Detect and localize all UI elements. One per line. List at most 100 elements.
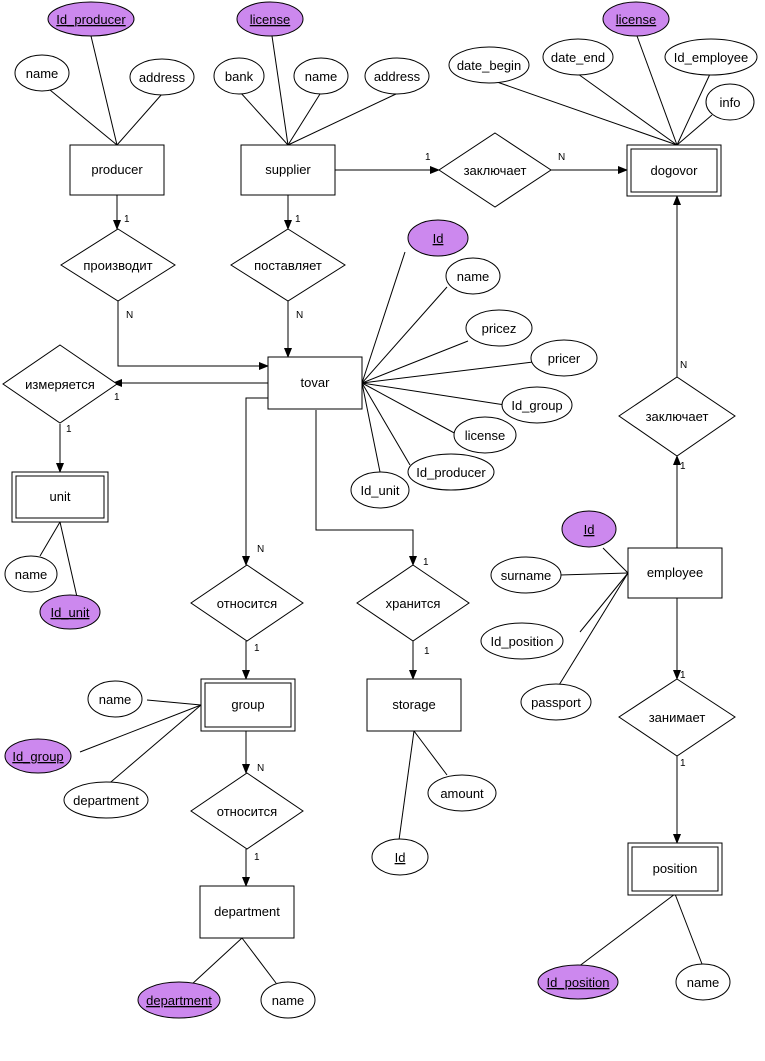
attr-producer-name[interactable]: name: [14, 54, 70, 92]
attr-group-key[interactable]: Id_group: [4, 738, 72, 774]
attr-label: name: [687, 975, 720, 990]
relationship-proizvodit[interactable]: производит: [60, 228, 176, 302]
entity-label: position: [653, 861, 698, 876]
entity-group[interactable]: group: [200, 678, 296, 732]
attr-label: address: [139, 70, 186, 85]
entity-storage[interactable]: storage: [366, 678, 462, 732]
relationship-otnositsya-department[interactable]: относится: [190, 772, 304, 850]
entity-department[interactable]: department: [199, 885, 295, 939]
entity-tovar[interactable]: tovar: [267, 356, 363, 410]
attr-label: info: [720, 95, 741, 110]
attr-tovar-pricez[interactable]: pricez: [465, 309, 533, 347]
attr-storage-key[interactable]: Id: [371, 838, 429, 876]
relationship-label: производит: [83, 258, 152, 273]
attr-label: Id_position: [491, 634, 554, 649]
cardinality-label: 1: [423, 557, 429, 568]
relationship-label: относится: [217, 596, 277, 611]
attr-label: Id_group: [511, 398, 562, 413]
cardinality-label: 1: [254, 643, 260, 654]
attr-department-key[interactable]: department: [137, 981, 221, 1019]
attr-position-key[interactable]: Id_position: [537, 964, 619, 1000]
attr-department-name[interactable]: name: [260, 981, 316, 1019]
attr-supplier-address[interactable]: address: [364, 57, 430, 95]
relationship-label: занимает: [649, 710, 706, 725]
cardinality-label: 1: [124, 214, 130, 225]
relationship-zanimaet[interactable]: занимает: [618, 678, 736, 757]
attr-label: department: [73, 793, 139, 808]
attr-group-name[interactable]: name: [87, 680, 143, 718]
attr-dogovor-date-begin[interactable]: date_begin: [448, 46, 530, 84]
cardinality-label: N: [680, 360, 687, 371]
attr-tovar-id-producer[interactable]: Id_producer: [407, 453, 495, 491]
attr-label: name: [26, 66, 59, 81]
attr-dogovor-date-end[interactable]: date_end: [542, 38, 614, 76]
attr-label: name: [99, 692, 132, 707]
attr-label: license: [250, 12, 290, 27]
attr-label: pricer: [548, 351, 581, 366]
attr-label: Id_employee: [674, 50, 748, 65]
cardinality-label: 1: [114, 392, 120, 403]
relationship-khranitsya[interactable]: хранится: [356, 564, 470, 642]
attr-supplier-key[interactable]: license: [236, 1, 304, 37]
relationship-label: хранится: [386, 596, 441, 611]
cardinality-label: N: [558, 152, 565, 163]
attr-group-department[interactable]: department: [63, 781, 149, 819]
attr-tovar-id-group[interactable]: Id_group: [501, 386, 573, 424]
attr-tovar-pricer[interactable]: pricer: [530, 339, 598, 377]
entity-label: employee: [647, 565, 703, 580]
entity-employee[interactable]: employee: [627, 547, 723, 599]
cardinality-label: 1: [680, 670, 686, 681]
attr-storage-amount[interactable]: amount: [427, 774, 497, 812]
attr-employee-passport[interactable]: passport: [520, 683, 592, 721]
attr-employee-surname[interactable]: surname: [490, 556, 562, 594]
attr-label: Id: [395, 850, 406, 865]
attr-supplier-name[interactable]: name: [293, 57, 349, 95]
attr-unit-name[interactable]: name: [4, 555, 58, 593]
attr-tovar-key[interactable]: Id: [407, 219, 469, 257]
attr-label: date_end: [551, 50, 605, 65]
entity-label: supplier: [265, 162, 311, 177]
attr-label: license: [616, 12, 656, 27]
attr-label: department: [146, 993, 212, 1008]
entity-label: storage: [392, 697, 435, 712]
relationship-postavlyaet[interactable]: поставляет: [230, 228, 346, 302]
cardinality-label: N: [257, 544, 264, 555]
attr-position-name[interactable]: name: [675, 963, 731, 1001]
attr-producer-key[interactable]: Id_producer: [47, 1, 135, 37]
attr-tovar-id-unit[interactable]: Id_unit: [350, 471, 410, 509]
cardinality-label: 1: [680, 461, 686, 472]
relationship-otnositsya-group[interactable]: относится: [190, 564, 304, 642]
attr-unit-key[interactable]: Id_unit: [39, 594, 101, 630]
relationship-zaklyuchaet-employee[interactable]: заключает: [618, 376, 736, 457]
entity-unit[interactable]: unit: [11, 471, 109, 523]
cardinality-label: N: [126, 310, 133, 321]
attr-dogovor-key[interactable]: license: [602, 1, 670, 37]
attr-producer-address[interactable]: address: [129, 58, 195, 96]
cardinality-label: 1: [424, 646, 430, 657]
entity-label: dogovor: [651, 163, 699, 178]
relationship-zaklyuchaet-top[interactable]: заключает: [438, 132, 552, 208]
attr-label: date_begin: [457, 58, 521, 73]
entity-position[interactable]: position: [627, 842, 723, 896]
entity-producer[interactable]: producer: [69, 144, 165, 196]
attr-dogovor-id-employee[interactable]: Id_employee: [664, 38, 758, 76]
entity-supplier[interactable]: supplier: [240, 144, 336, 196]
attr-dogovor-info[interactable]: info: [705, 83, 755, 121]
attr-employee-id-position[interactable]: Id_position: [480, 622, 564, 660]
attr-label: Id_position: [547, 975, 610, 990]
entity-dogovor[interactable]: dogovor: [626, 144, 722, 197]
cardinality-label: 1: [680, 758, 686, 769]
entity-label: tovar: [301, 375, 331, 390]
cardinality-label: 1: [425, 152, 431, 163]
cardinality-label: 1: [295, 214, 301, 225]
attr-label: Id: [433, 231, 444, 246]
relationship-label: заключает: [464, 163, 527, 178]
attr-tovar-license[interactable]: license: [453, 416, 517, 454]
relationship-izmeryaetsya[interactable]: измеряется: [2, 344, 118, 424]
attr-supplier-bank[interactable]: bank: [213, 57, 265, 95]
attr-employee-key[interactable]: Id: [561, 510, 617, 548]
attr-label: Id_producer: [416, 465, 486, 480]
cardinality-labels: 1 N 1 N 1 N 1 1 N 1 1 1 N 1 N 1 1 1: [66, 152, 687, 863]
attribute-links: [39, 35, 713, 986]
attr-tovar-name[interactable]: name: [445, 257, 501, 295]
